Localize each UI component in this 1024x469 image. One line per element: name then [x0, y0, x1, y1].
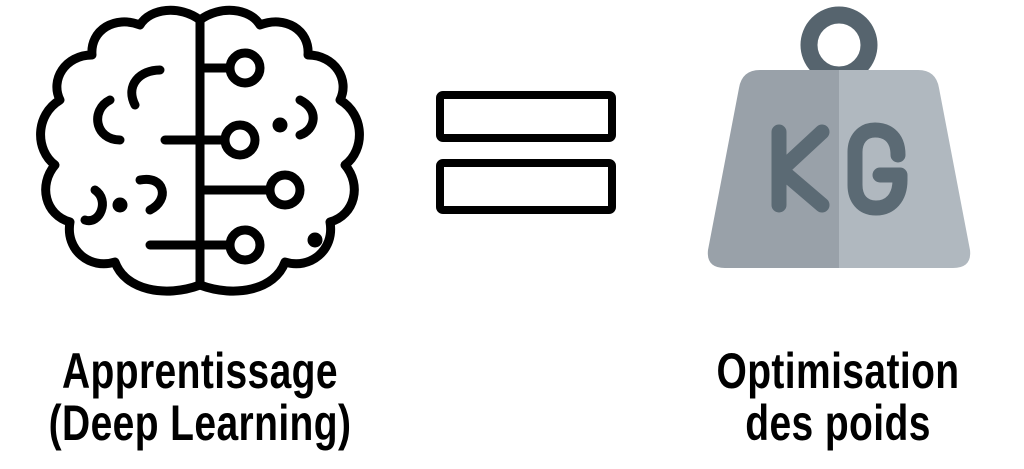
- brain-circuit-icon: [36, 5, 364, 296]
- right-caption-line2: des poids: [745, 395, 931, 451]
- equals-icon: [436, 91, 616, 214]
- kg-weight-icon: [707, 6, 971, 268]
- right-caption: Optimisation des poids: [682, 345, 994, 449]
- right-caption-line1: Optimisation: [716, 343, 960, 399]
- left-caption-line1: Apprentissage: [62, 343, 338, 399]
- left-caption: Apprentissage (Deep Learning): [44, 345, 356, 449]
- left-caption-line2: (Deep Learning): [48, 395, 352, 451]
